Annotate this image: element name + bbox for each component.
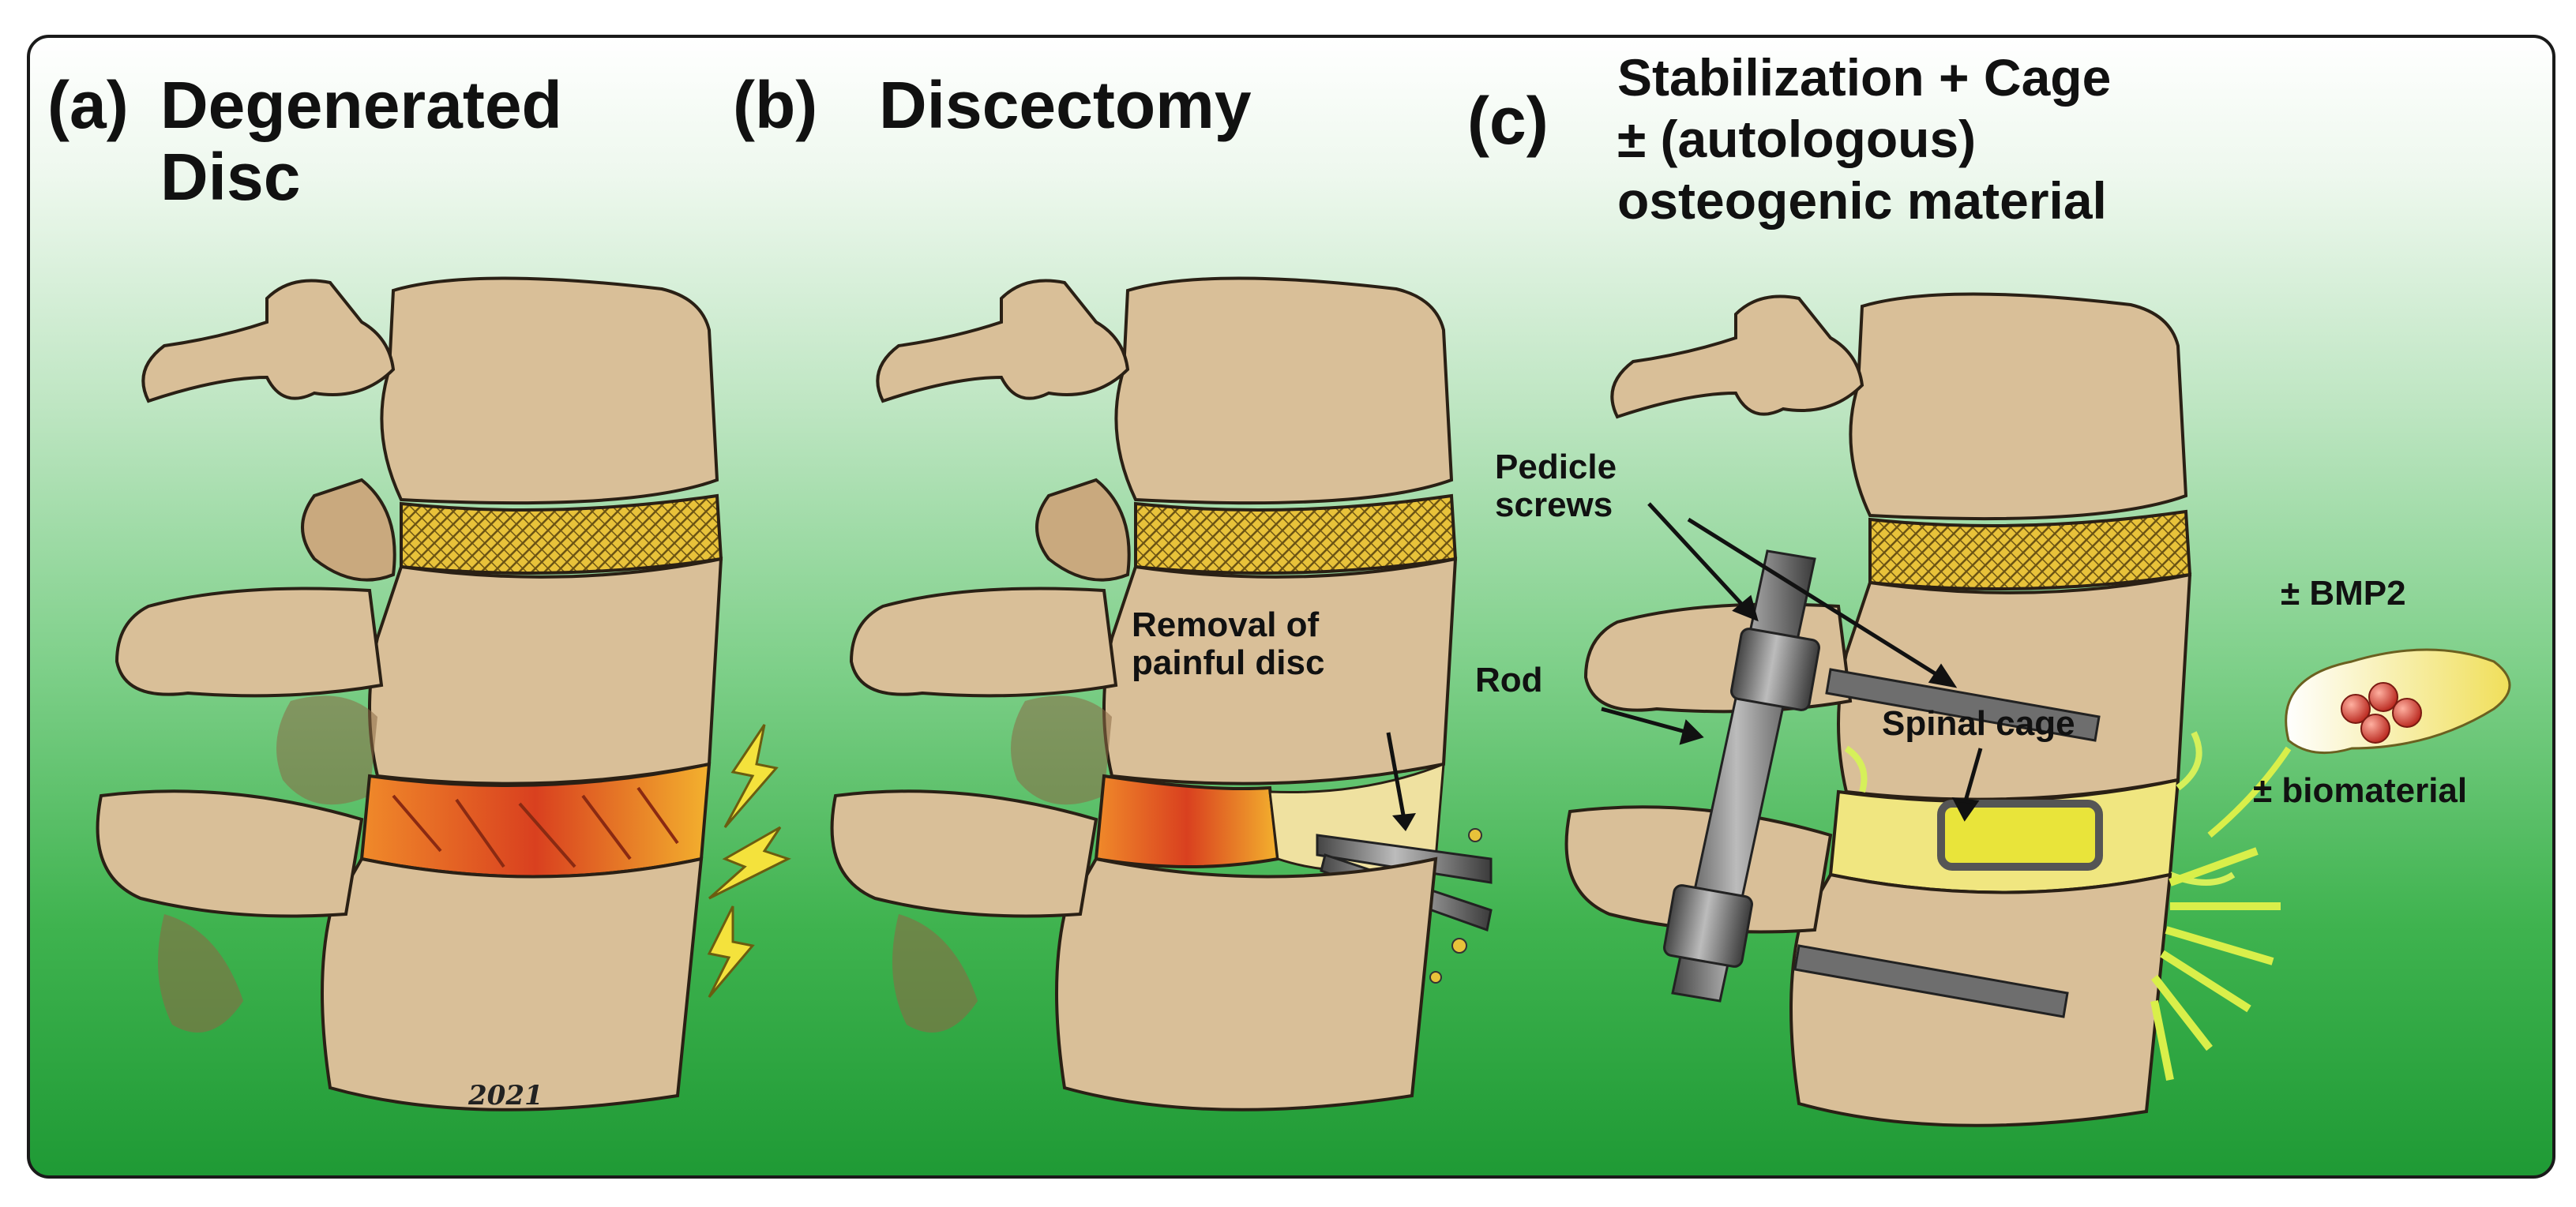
spine-segment-c <box>1564 292 2511 1127</box>
arrow-icon <box>1601 502 1983 822</box>
artist-signature: 2021 <box>468 1080 543 1111</box>
panel-a-letter: (a) <box>47 68 129 142</box>
label-biomaterial: ± biomaterial <box>2253 771 2468 810</box>
lightning-icon <box>707 724 791 998</box>
label-spinal-cage: Spinal cage <box>1882 704 2075 743</box>
healthy-disc <box>400 493 723 575</box>
pedicle-screw-upper <box>1825 668 2101 742</box>
spinal-cage <box>1937 800 2103 871</box>
bmp-particles <box>2341 682 2422 744</box>
bone-growth <box>2150 847 2281 1081</box>
panel-a-title: Degenerated Disc <box>160 68 562 214</box>
spine-segment-a <box>96 276 791 1111</box>
upper-process <box>141 279 396 403</box>
figure-frame: (a) Degenerated Disc (b) Discectomy (c) … <box>27 35 2555 1179</box>
label-rod: Rod <box>1475 661 1543 699</box>
lower-vertebra <box>321 857 704 1111</box>
illustration-canvas <box>96 276 2511 1127</box>
middle-vertebra <box>368 557 723 785</box>
panel-b-title: Discectomy <box>879 68 1252 142</box>
spine-segment-b <box>830 276 1493 1111</box>
label-removal-painful-disc: Removal of painful disc <box>1132 605 1325 682</box>
panel-b-letter: (b) <box>733 68 818 142</box>
arrow-icon <box>1386 732 1406 820</box>
label-bmp2: ± BMP2 <box>2281 574 2406 613</box>
upper-vertebra <box>380 276 719 505</box>
label-pedicle-screws: Pedicle screws <box>1495 448 1617 524</box>
panel-c-letter: (c) <box>1467 84 1549 158</box>
panel-c-title: Stabilization + Cage ± (autologous) oste… <box>1617 48 2112 230</box>
pedicle-screw-lower <box>1793 944 2069 1018</box>
